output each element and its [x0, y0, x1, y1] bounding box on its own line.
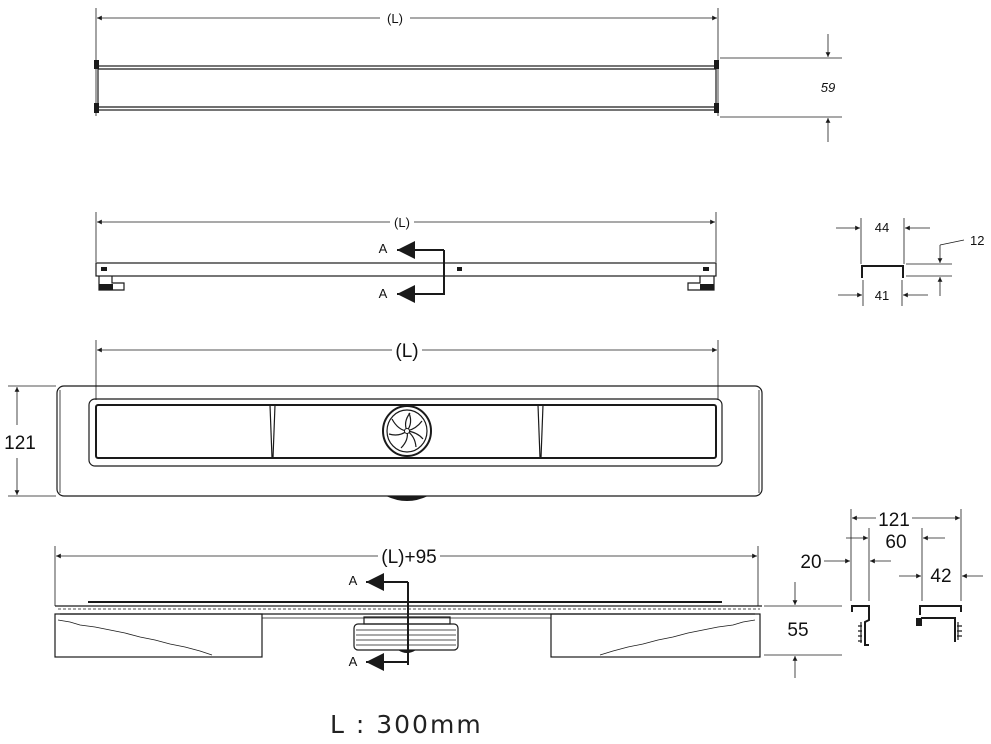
section-width-121: 121	[878, 510, 910, 531]
drain-outlet	[353, 616, 459, 653]
grate-width-44: 44	[875, 220, 889, 235]
channel-body	[97, 65, 717, 111]
drain-swirl-icon	[382, 405, 432, 457]
grate-frame	[88, 398, 723, 467]
channel-outer	[56, 385, 763, 497]
side-view: (L) A A	[95, 212, 717, 303]
section-flange-20: 20	[800, 552, 821, 573]
grate-profile: 44 41 12	[836, 218, 984, 306]
top-length-label: (L)	[387, 11, 403, 26]
length-note: L : 300mm	[330, 710, 483, 739]
plan-length-label: (L)	[395, 341, 418, 362]
section-a-upper: A	[379, 241, 388, 256]
plan-width-121: 121	[4, 433, 36, 454]
top-view: (L) 59	[94, 8, 842, 142]
grate-width-41: 41	[875, 288, 889, 303]
section-detail: 121 60 20 42	[800, 509, 983, 646]
base-view: (L)+95 A A 55	[54, 546, 842, 678]
base-section-a-upper: A	[349, 573, 358, 588]
right-support	[550, 613, 761, 658]
section-a-lower: A	[379, 286, 388, 301]
base-section-a-lower: A	[349, 654, 358, 669]
base-length-label: (L)+95	[381, 547, 436, 568]
left-support	[54, 613, 263, 658]
grate-height-12: 12	[970, 233, 984, 248]
height-59-label: 59	[821, 80, 835, 95]
plan-view: (L) 121	[4, 340, 763, 501]
section-channel-42: 42	[930, 566, 951, 587]
section-width-60: 60	[885, 532, 906, 553]
side-length-label: (L)	[394, 215, 410, 230]
base-height-55: 55	[787, 620, 808, 641]
